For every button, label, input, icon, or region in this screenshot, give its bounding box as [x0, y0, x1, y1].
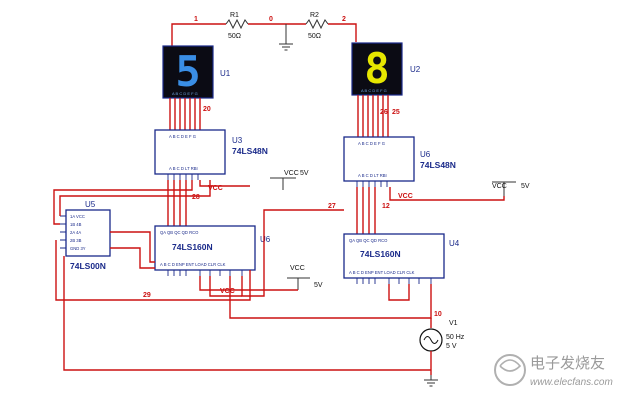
chip-u4-ref: U4: [449, 239, 460, 248]
net-label-0: 0: [269, 16, 273, 23]
chip-u5-part: 74LS00N: [70, 261, 106, 271]
clock-source-v1: 10 V1 50 Hz 5 V: [63, 256, 465, 387]
display-u1-digit: 5: [175, 47, 200, 96]
vcc-2-name: VCC: [492, 183, 507, 190]
net-label-28: 28: [192, 194, 200, 201]
svg-text:GND 3Y: GND 3Y: [70, 246, 86, 251]
display-u2: 8 A B C D E F G U2: [351, 42, 421, 96]
chip-u5-ref: U5: [85, 200, 96, 209]
watermark-url: www.elecfans.com: [530, 377, 613, 388]
svg-text:1A VCC: 1A VCC: [70, 214, 85, 219]
vcc-3-name: VCC: [290, 265, 305, 272]
ground-symbol-bottom: [424, 379, 438, 387]
svg-text:QA QB QC QD RCO: QA QB QC QD RCO: [349, 238, 388, 243]
counter-cascade-wiring: [209, 209, 432, 319]
display-u2-pins: A B C D E F G: [361, 88, 387, 93]
svg-text:VCC: VCC: [220, 288, 235, 295]
nand-feedback-wiring: 29: [53, 180, 251, 301]
r1-value: 50Ω: [228, 33, 241, 40]
resistor-chain: R1 50Ω R2 50Ω 1 0 2: [171, 12, 357, 51]
chip-u5: 1A VCC 1B 4B 2A 4A 2B 3B GND 3Y U5 74LS0…: [60, 200, 111, 271]
display-u1-ref: U1: [220, 69, 231, 78]
chip-u7-part: 74LS160N: [172, 242, 213, 252]
svg-text:VCC: VCC: [398, 193, 413, 200]
sine-wave-icon: [423, 336, 439, 344]
vcc-supply-2: VCC 5V VCC: [389, 181, 530, 201]
display-u1-pins: A B C D E F G: [172, 91, 198, 96]
svg-text:A B C D ENP ENT LOAD CLR CLK: A B C D ENP ENT LOAD CLR CLK: [160, 262, 226, 267]
net-label-1: 1: [194, 16, 198, 23]
svg-text:2A 4A: 2A 4A: [70, 230, 81, 235]
chip-u7-ref: U6: [260, 235, 271, 244]
svg-text:A B C D E F G: A B C D E F G: [169, 134, 196, 139]
chip-u3: A B C D E F G A B C D LT RBI U3 74LS48N: [154, 129, 268, 180]
net-label-2: 2: [342, 16, 346, 23]
watermark-text: 电子发烧友: [530, 355, 605, 372]
net-label-10: 10: [434, 311, 442, 318]
vcc-2-value: 5V: [521, 183, 530, 190]
source-voltage: 5 V: [446, 343, 457, 350]
chip-u3-ref: U3: [232, 136, 243, 145]
vcc-supply-3: VCC 5V VCC: [199, 265, 323, 295]
net-label-27: 27: [328, 203, 336, 210]
chip-u4: QA QB QC QD RCO A B C D ENP ENT LOAD CLR…: [343, 233, 460, 284]
svg-text:2B 3B: 2B 3B: [70, 238, 82, 243]
r2-ref: R2: [310, 12, 319, 19]
chip-u3-part: 74LS48N: [232, 146, 268, 156]
chip-u6-part: 74LS48N: [420, 160, 456, 170]
display-u1: 5 A B C D E F G U1: [162, 45, 231, 99]
net-label-25: 25: [392, 109, 400, 116]
chip-u6: A B C D E F G A B C D LT RBI U6 74LS48N: [343, 136, 456, 187]
net-label-26: 26: [380, 109, 388, 116]
bus-u2-u6: 26 25: [357, 95, 400, 137]
resistor-r1-symbol: [225, 18, 249, 30]
watermark-logo: 电子发烧友 www.elecfans.com: [494, 354, 613, 388]
svg-text:1B 4B: 1B 4B: [70, 222, 82, 227]
net-label-12: 12: [382, 203, 390, 210]
display-u2-ref: U2: [410, 65, 421, 74]
bus-u1-u3: 20: [169, 98, 211, 130]
svg-text:A B C D LT RBI: A B C D LT RBI: [358, 173, 387, 178]
vcc-supply-1: VCC 5V VCC: [199, 170, 309, 192]
chip-u7: QA QB QC QD RCO A B C D ENP ENT LOAD CLR…: [154, 225, 271, 276]
svg-text:A B C D E F G: A B C D E F G: [358, 141, 385, 146]
svg-text:A B C D LT RBI: A B C D LT RBI: [169, 166, 198, 171]
vcc-1-name: VCC: [284, 170, 299, 177]
source-frequency: 50 Hz: [446, 334, 465, 341]
svg-text:VCC: VCC: [208, 185, 223, 192]
ground-symbol-top: [279, 43, 293, 51]
net-label-29: 29: [143, 292, 151, 299]
resistor-r2-symbol: [305, 18, 329, 30]
watermark-swirl-icon: [494, 354, 526, 386]
svg-text:QA QB QC QD RCO: QA QB QC QD RCO: [160, 230, 199, 235]
chip-u4-part: 74LS160N: [360, 249, 401, 259]
net-label-20: 20: [203, 106, 211, 113]
chip-u6-ref: U6: [420, 150, 431, 159]
svg-text:A B C D ENP ENT LOAD CLR CLK: A B C D ENP ENT LOAD CLR CLK: [349, 270, 415, 275]
r2-value: 50Ω: [308, 33, 321, 40]
display-u2-digit: 8: [364, 44, 389, 93]
source-ref: V1: [449, 320, 458, 327]
r1-ref: R1: [230, 12, 239, 19]
vcc-1-value: 5V: [300, 170, 309, 177]
vcc-3-value: 5V: [314, 282, 323, 289]
bus-u6-u4: 27 12: [328, 187, 390, 234]
bus-u3-u7: 28: [167, 180, 200, 226]
